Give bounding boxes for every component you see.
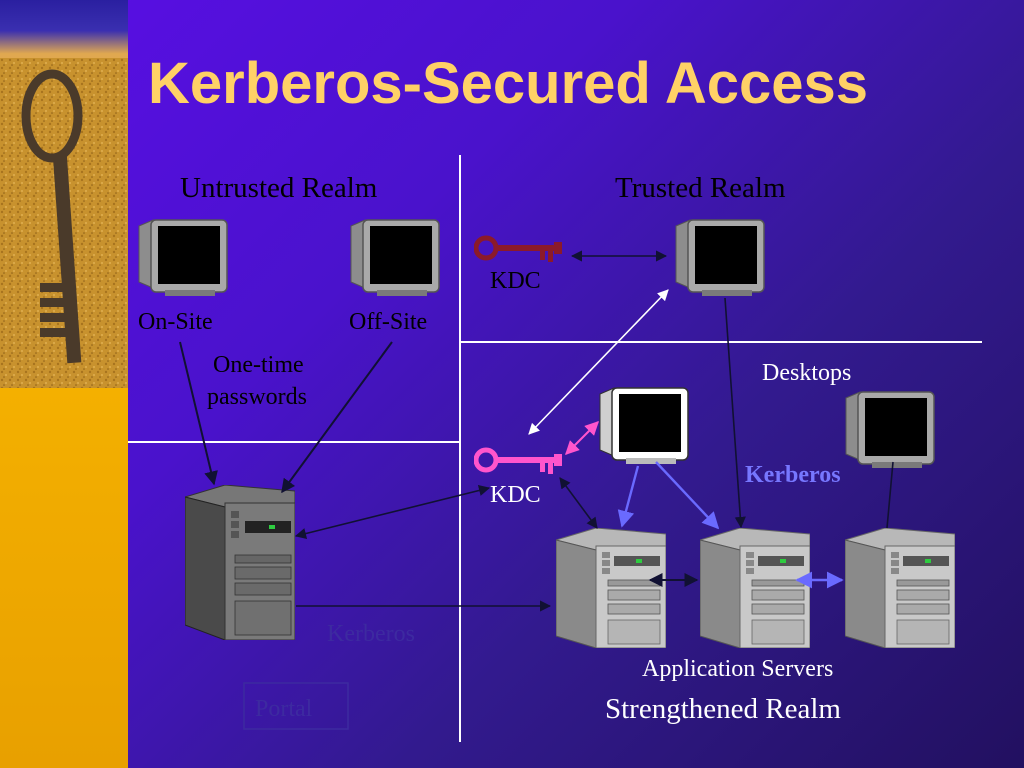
label-one-time: One-time — [213, 352, 304, 378]
monitor-icon — [675, 219, 765, 297]
label-kerberos-right: Kerberos — [745, 462, 841, 488]
label-strengthened-realm: Strengthened Realm — [605, 693, 841, 725]
server-tower-icon — [845, 528, 955, 648]
label-on-site: On-Site — [138, 309, 213, 335]
kdc-key-icon — [476, 450, 562, 474]
connector-offsite-portal — [281, 341, 393, 494]
portal-box — [243, 682, 349, 730]
monitor-icon — [350, 219, 440, 297]
label-kdc-bottom: KDC — [490, 482, 541, 508]
monitor-icon — [138, 219, 228, 297]
connector-onsite-portal — [179, 341, 218, 486]
label-untrusted-realm: Untrusted Realm — [180, 172, 378, 204]
label-kerberos-portal: Kerberos — [327, 621, 415, 647]
server-tower-icon — [185, 485, 295, 640]
connector-trusted-appserver — [724, 297, 746, 529]
label-trusted-realm: Trusted Realm — [615, 172, 786, 204]
server-tower-icon — [700, 528, 810, 648]
kdc-key-icon — [476, 238, 562, 262]
slide-title: Kerberos-Secured Access — [148, 51, 868, 116]
label-off-site: Off-Site — [349, 309, 428, 335]
server-tower-icon — [556, 528, 666, 648]
connector-desktop-appserver-3 — [886, 461, 894, 529]
monitor-icon — [599, 387, 689, 465]
antique-key-photo-icon — [0, 58, 128, 388]
label-application-servers: Application Servers — [642, 656, 834, 682]
label-portal: Portal — [255, 696, 313, 722]
monitor-icon — [845, 391, 935, 469]
connector-desktop-appserver-2 — [655, 461, 720, 530]
connector-portal-kdc — [294, 484, 491, 540]
connector-desktop-appserver-1 — [617, 465, 640, 528]
label-passwords: passwords — [207, 384, 307, 410]
connector-kdc-appserver — [559, 477, 598, 529]
connector-kdc-trusted-desktop — [528, 289, 669, 435]
connector-key-desktop-pink — [565, 421, 599, 455]
label-kdc-top: KDC — [490, 268, 541, 294]
label-desktops: Desktops — [762, 360, 852, 386]
